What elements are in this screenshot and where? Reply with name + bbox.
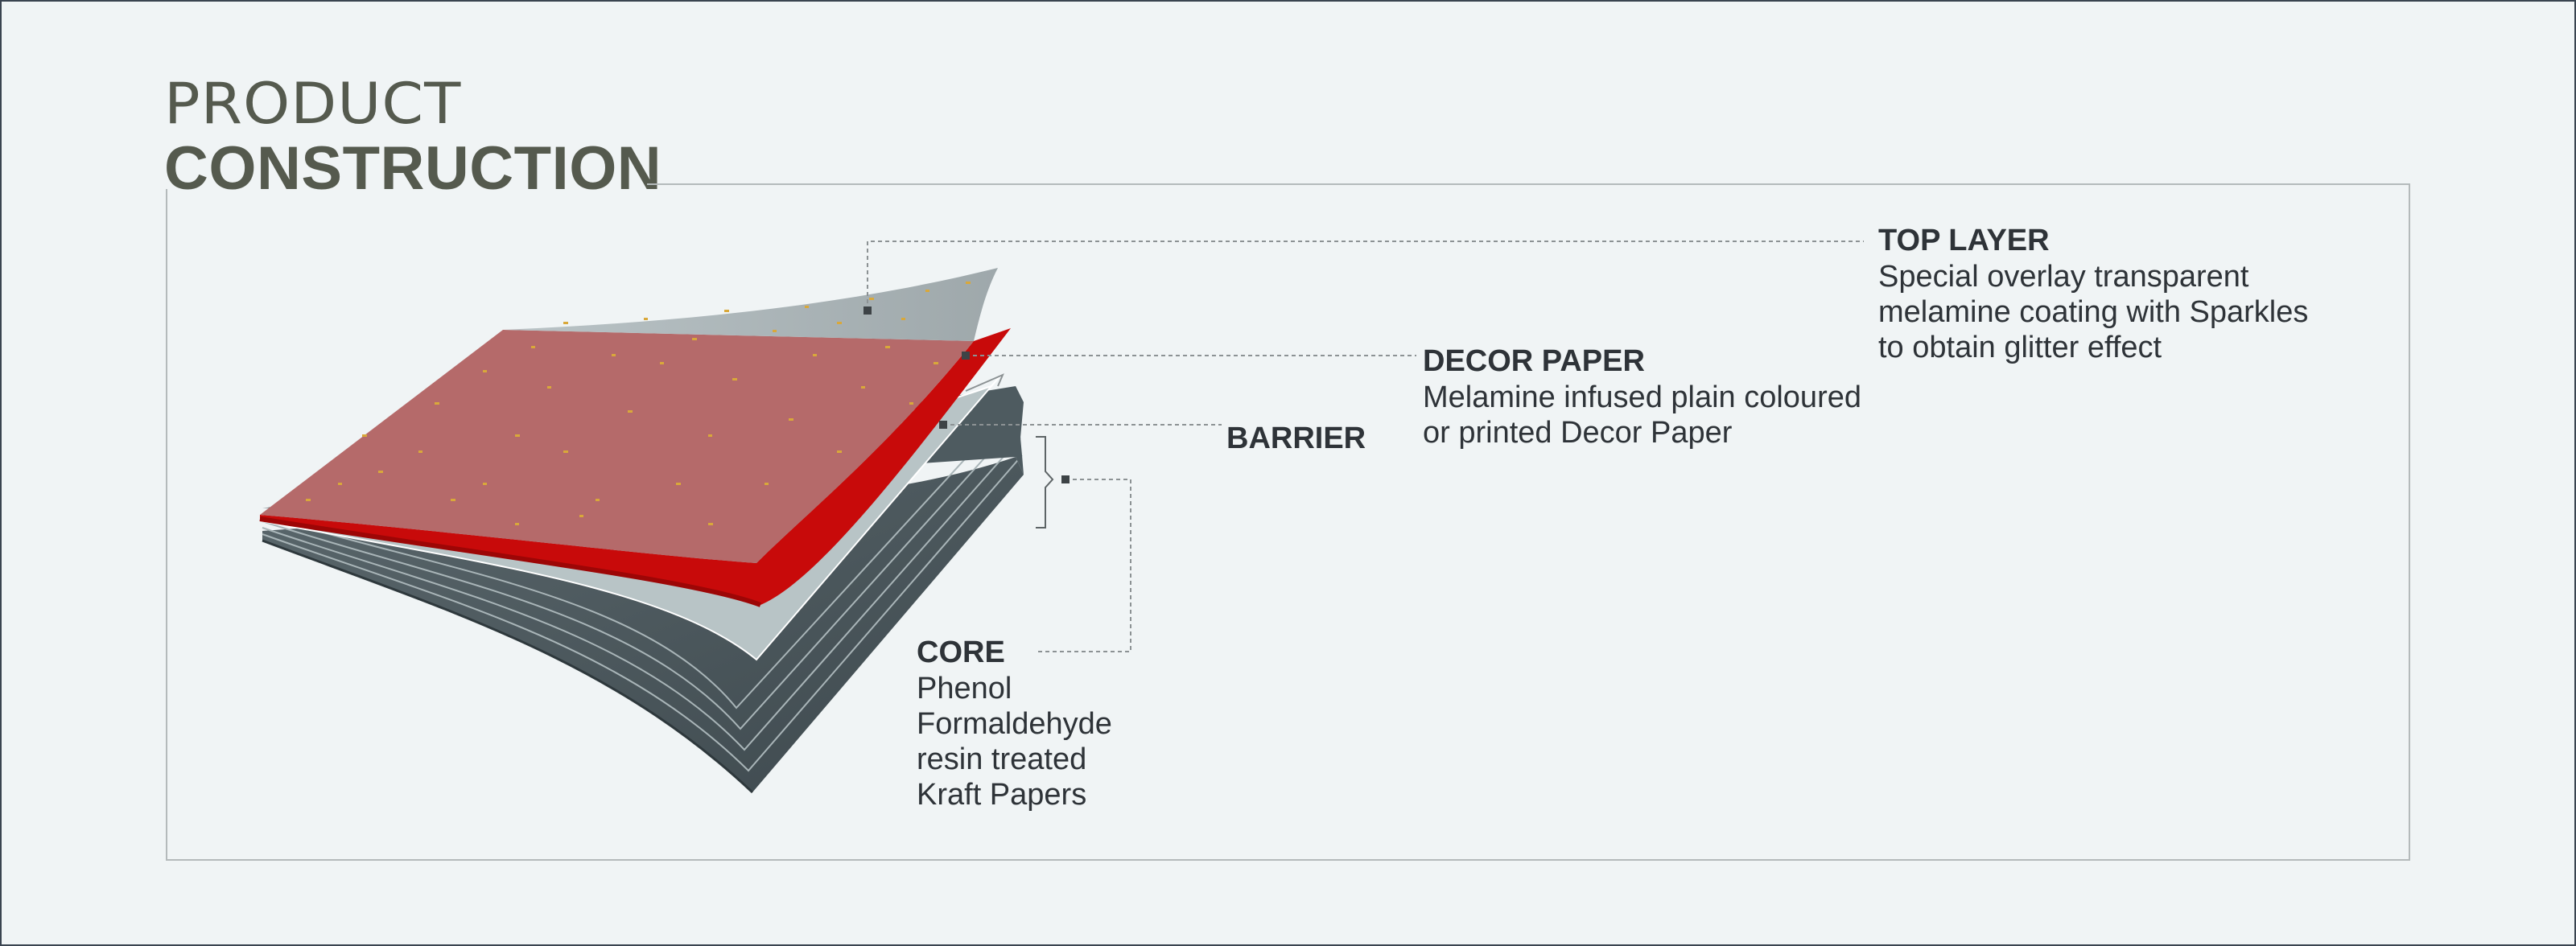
barrier-heading: BARRIER <box>1226 422 1366 455</box>
decor-surface <box>260 330 974 563</box>
title-line-product: PRODUCT <box>164 71 462 137</box>
leader-dots <box>863 306 1070 483</box>
content-frame <box>166 183 2410 861</box>
decor-paper-layer <box>260 328 1011 605</box>
leader-core <box>1038 479 1131 652</box>
top-layer-description: Special overlay transparent melamine coa… <box>1878 260 2309 364</box>
label-core: CORE Phenol Formaldehyde resin treated K… <box>917 634 1112 812</box>
sparkles <box>306 282 971 525</box>
decor-paper-description: Melamine infused plain coloured or print… <box>1423 380 1861 450</box>
top-layer-flap <box>503 268 998 341</box>
label-decor-paper: DECOR PAPER Melamine infused plain colou… <box>1423 343 1861 450</box>
page-title: PRODUCT CONSTRUCTION <box>164 74 662 199</box>
core-bracket <box>1036 436 1054 529</box>
title-line-construction: CONSTRUCTION <box>164 134 662 203</box>
label-barrier: BARRIER <box>1226 420 1366 457</box>
core-description: Phenol Formaldehyde resin treated Kraft … <box>917 672 1112 812</box>
core-heading: CORE <box>917 635 1005 669</box>
top-layer-heading: TOP LAYER <box>1878 224 2050 257</box>
decor-paper-heading: DECOR PAPER <box>1423 344 1645 378</box>
label-top-layer: TOP LAYER Special overlay transparent me… <box>1878 222 2308 365</box>
leader-lines <box>867 241 1864 652</box>
leader-top-layer <box>867 241 1864 311</box>
